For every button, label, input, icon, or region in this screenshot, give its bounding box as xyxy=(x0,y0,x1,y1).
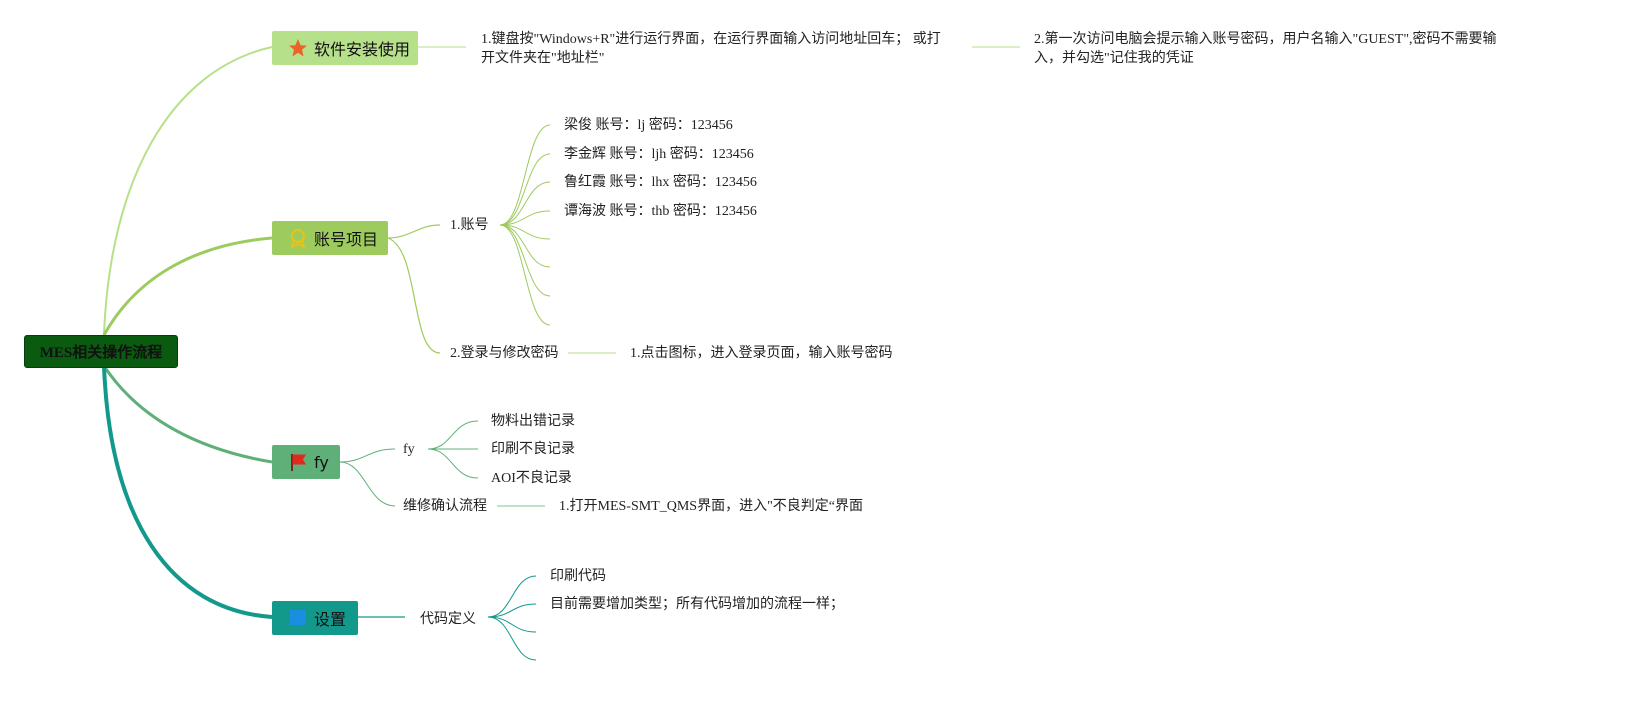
branch-settings-label: 设置 xyxy=(314,610,347,629)
install-step-1: 1.键盘按"Windows+R"进行运行界面，在运行界面输入访问地址回车； 或打… xyxy=(481,32,941,66)
branch-accounts-label: 账号项目 xyxy=(314,230,379,249)
link-root-settings xyxy=(102,365,273,619)
link-fy-sub1 xyxy=(339,448,396,463)
award-badge-icon xyxy=(288,228,308,248)
fy-record-item[interactable]: 印刷不良记录 xyxy=(491,442,575,457)
link-root-accounts xyxy=(102,236,273,336)
star-icon xyxy=(288,38,308,58)
fy-repair-step[interactable]: 1.打开MES-SMT_QMS界面，进入"不良判定“界面 xyxy=(559,499,864,514)
link-root-install xyxy=(103,46,273,336)
accounts-sub-login[interactable]: 2.登录与修改密码 xyxy=(450,346,559,361)
accounts-sub-accounts[interactable]: 1.账号 xyxy=(450,218,489,233)
fy-sub-records[interactable]: fy xyxy=(403,442,415,457)
account-entry[interactable]: 谭海波 账号：thb 密码：123456 xyxy=(564,204,757,219)
settings-code-item[interactable]: 目前需要增加类型；所有代码增加的流程一样； xyxy=(550,597,844,612)
install-step-2: 2.第一次访问电脑会提示输入账号密码，用户名输入"GUEST",密码不需要输入，… xyxy=(1034,32,1497,66)
blue-flag-icon xyxy=(288,608,308,628)
root-topic[interactable]: MES相关操作流程 xyxy=(24,335,178,368)
link-accounts-sub2 xyxy=(387,237,441,354)
link-accounts-sub1 xyxy=(387,224,441,239)
link-fy-sub2 xyxy=(339,461,396,507)
branch-fy-label: fy xyxy=(314,452,329,472)
fy-record-item[interactable]: AOI不良记录 xyxy=(491,471,572,486)
branch-install-label: 软件安装使用 xyxy=(314,40,411,59)
red-flag-icon xyxy=(288,452,308,472)
branch-install[interactable]: 软件安装使用 xyxy=(272,31,418,65)
root-topic-label: MES相关操作流程 xyxy=(39,345,163,361)
branch-fy[interactable]: fy xyxy=(272,445,340,479)
accounts-login-step[interactable]: 1.点击图标，进入登录页面，输入账号密码 xyxy=(630,346,893,361)
settings-code-item[interactable]: 印刷代码 xyxy=(550,569,606,584)
branch-settings[interactable]: 设置 xyxy=(272,601,358,635)
fy-record-item[interactable]: 物料出错记录 xyxy=(491,414,575,429)
account-entry[interactable]: 李金辉 账号：ljh 密码：123456 xyxy=(564,147,754,162)
settings-sub-code-def[interactable]: 代码定义 xyxy=(420,612,476,627)
link-root-fy xyxy=(102,365,273,464)
branch-accounts[interactable]: 账号项目 xyxy=(272,221,388,255)
account-entry[interactable]: 梁俊 账号：lj 密码：123456 xyxy=(564,118,733,133)
account-entry[interactable]: 鲁红霞 账号：lhx 密码：123456 xyxy=(564,175,757,190)
fy-sub-repair[interactable]: 维修确认流程 xyxy=(403,499,487,514)
